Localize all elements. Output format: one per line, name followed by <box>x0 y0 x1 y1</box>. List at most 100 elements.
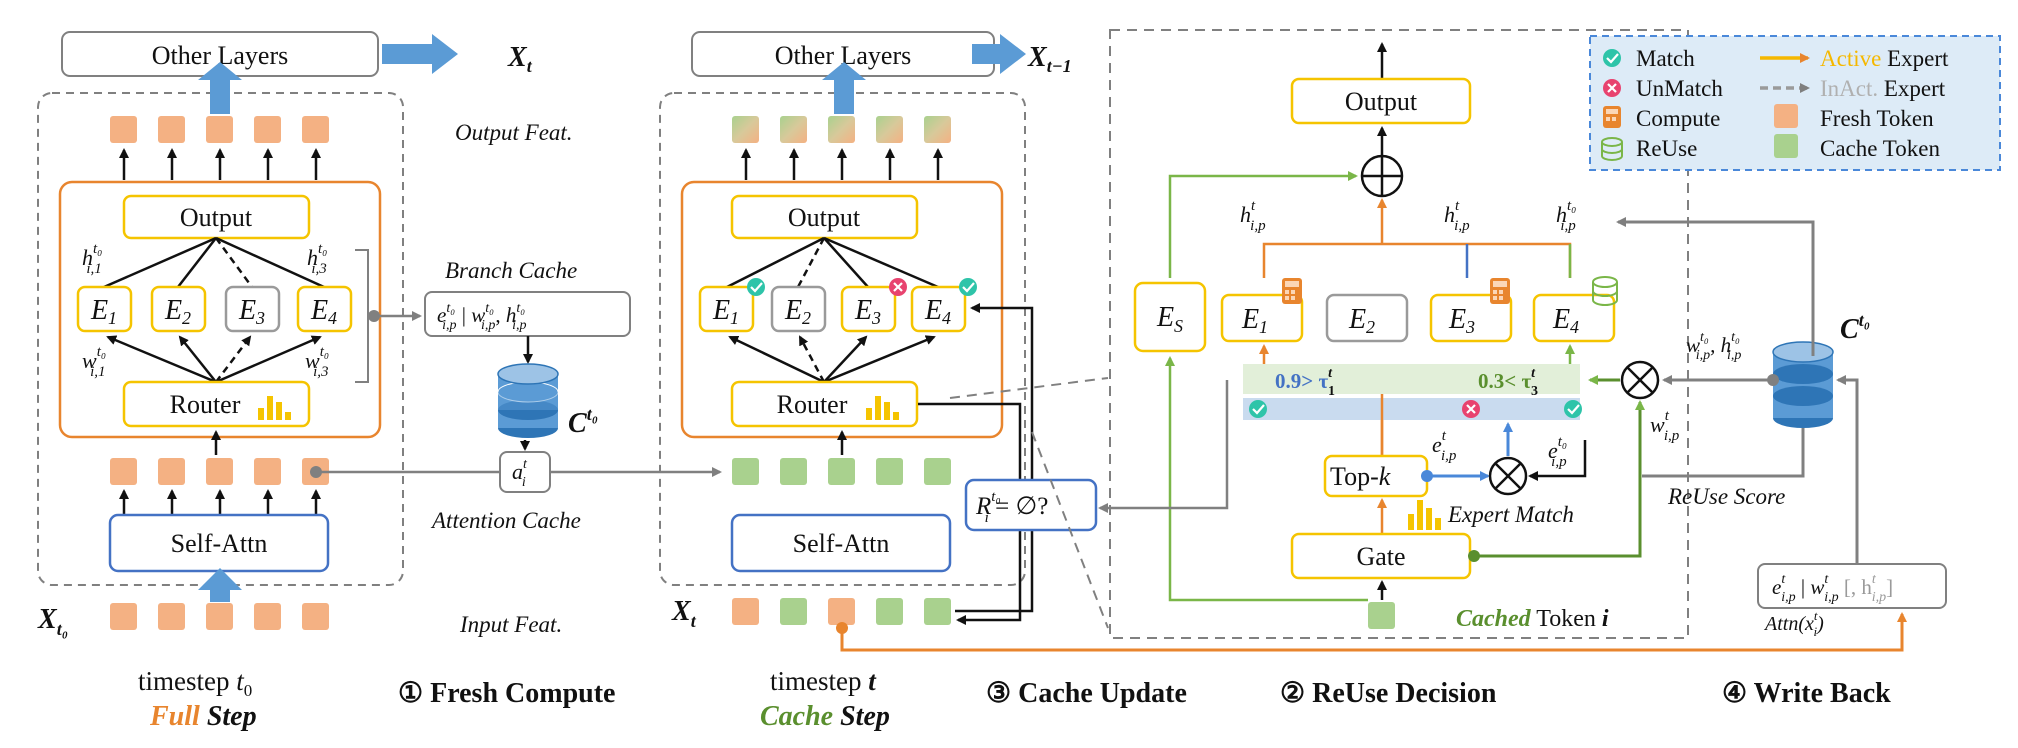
fresh-token <box>206 603 233 630</box>
write-back-box <box>1757 563 1947 609</box>
right-router-to-experts <box>728 335 936 384</box>
right-block: Other Layers Xt−1 Output <box>659 31 1098 631</box>
detail-expert-box <box>1220 293 1304 343</box>
zoom-line-1 <box>949 377 1109 399</box>
detail-expert-label: E3 <box>1448 304 1475 337</box>
unmatch-icon <box>1603 79 1621 97</box>
sum-icon <box>1360 154 1404 198</box>
shared-expert-to-sum <box>1168 171 1358 278</box>
right-output-to-experts <box>726 236 939 289</box>
fresh-token <box>110 603 137 630</box>
reuse-query-box <box>964 478 1098 532</box>
expert-label: E4 <box>310 295 337 328</box>
band-to-reuse-query <box>1098 380 1229 513</box>
token-to-shared-expert <box>1165 356 1368 602</box>
legend-unmatch: UnMatch <box>1636 76 1723 101</box>
right-mid-tokens <box>732 458 951 485</box>
reuse-decision-label: ② ReUse Decision <box>1280 678 1497 709</box>
cache-token <box>780 458 807 485</box>
shared-expert-box <box>1133 281 1207 353</box>
left-router-to-experts <box>106 335 322 384</box>
left-router-label: Router <box>170 390 241 419</box>
cache-to-h <box>1616 217 1815 356</box>
fresh-token <box>158 458 185 485</box>
unmatch-icon <box>1462 400 1480 418</box>
expert-box <box>910 285 967 333</box>
x-tm1-label: Xt−1 <box>1027 42 1072 76</box>
right-experts: E1 E2 E3 E4 <box>698 285 967 333</box>
left-input-up-arrow <box>198 568 242 602</box>
cache-update-label: ③ Cache Update <box>986 678 1187 709</box>
cache-token <box>924 598 951 625</box>
x-t-input-label: Xt <box>671 596 697 631</box>
input-feat-label: Input Feat. <box>459 612 562 637</box>
expert-label: E3 <box>238 295 265 328</box>
expert-box <box>698 285 755 333</box>
database-icon <box>1772 341 1834 428</box>
expert-label: E2 <box>164 295 191 328</box>
mixed-token <box>876 116 903 143</box>
experts-merge-line <box>1262 242 1572 278</box>
cache-token <box>876 598 903 625</box>
bar-chart-icon <box>1408 500 1441 530</box>
expert-box <box>840 285 897 333</box>
c-t0-label-right: Ct₀ <box>1840 310 1870 345</box>
right-output-arrows <box>741 148 943 180</box>
write-back-label: ④ Write Back <box>1722 678 1891 709</box>
fresh-token <box>206 116 233 143</box>
detail-expert-box-inactive <box>1325 293 1409 343</box>
mixed-token <box>732 116 759 143</box>
detail-expert-box <box>1532 293 1616 343</box>
cache-token <box>1368 602 1395 629</box>
cache-step-label: Cache Step <box>760 701 890 732</box>
cache-token <box>828 458 855 485</box>
right-selfattn-label: Self-Attn <box>793 529 890 558</box>
legend-cache-swatch <box>1774 134 1798 158</box>
x-t0-label: Xt₀ <box>37 604 68 639</box>
compute-icon <box>1490 278 1510 304</box>
cache-token <box>924 458 951 485</box>
match-icon <box>1249 400 1267 418</box>
fresh-token <box>254 458 281 485</box>
legend-reuse: ReUse <box>1636 136 1697 161</box>
reuse-db-icon <box>1592 276 1618 306</box>
right-feedback-line <box>955 303 1034 613</box>
multiply-icon <box>1620 360 1660 400</box>
output-feat-label: Output Feat. <box>455 120 573 145</box>
legend-match: Match <box>1636 46 1695 71</box>
left-selfattn-label: Self-Attn <box>171 529 268 558</box>
expert-box <box>296 285 353 333</box>
right-output-label: Output <box>788 203 861 232</box>
expert-box <box>76 285 133 333</box>
reuse-db-icon <box>1601 137 1623 161</box>
fresh-token <box>302 603 329 630</box>
match-icon <box>959 278 977 296</box>
cache-token <box>780 598 807 625</box>
fresh-token <box>254 603 281 630</box>
left-experts: E1 E2 E3 E4 <box>76 285 353 333</box>
left-output-label: Output <box>180 203 253 232</box>
detail-expert-label: E1 <box>1241 304 1268 337</box>
expert-label: E4 <box>924 295 951 328</box>
attention-node-box <box>499 451 551 493</box>
left-output-tokens <box>110 116 329 143</box>
match-icon <box>747 278 765 296</box>
cache-token <box>876 458 903 485</box>
left-mid-tokens <box>110 458 329 485</box>
multiply-icon <box>1488 456 1528 496</box>
topk-label: Top-k <box>1330 462 1391 491</box>
bar-chart-icon <box>258 396 291 420</box>
legend-cache: Cache Token <box>1820 136 1940 161</box>
threshold-band <box>1243 364 1580 394</box>
timestep-t0-label: timestep t0 <box>138 666 252 700</box>
legend: Match UnMatch Compute ReUse Active Exper… <box>1589 35 2001 171</box>
right-output-tokens <box>732 116 951 143</box>
